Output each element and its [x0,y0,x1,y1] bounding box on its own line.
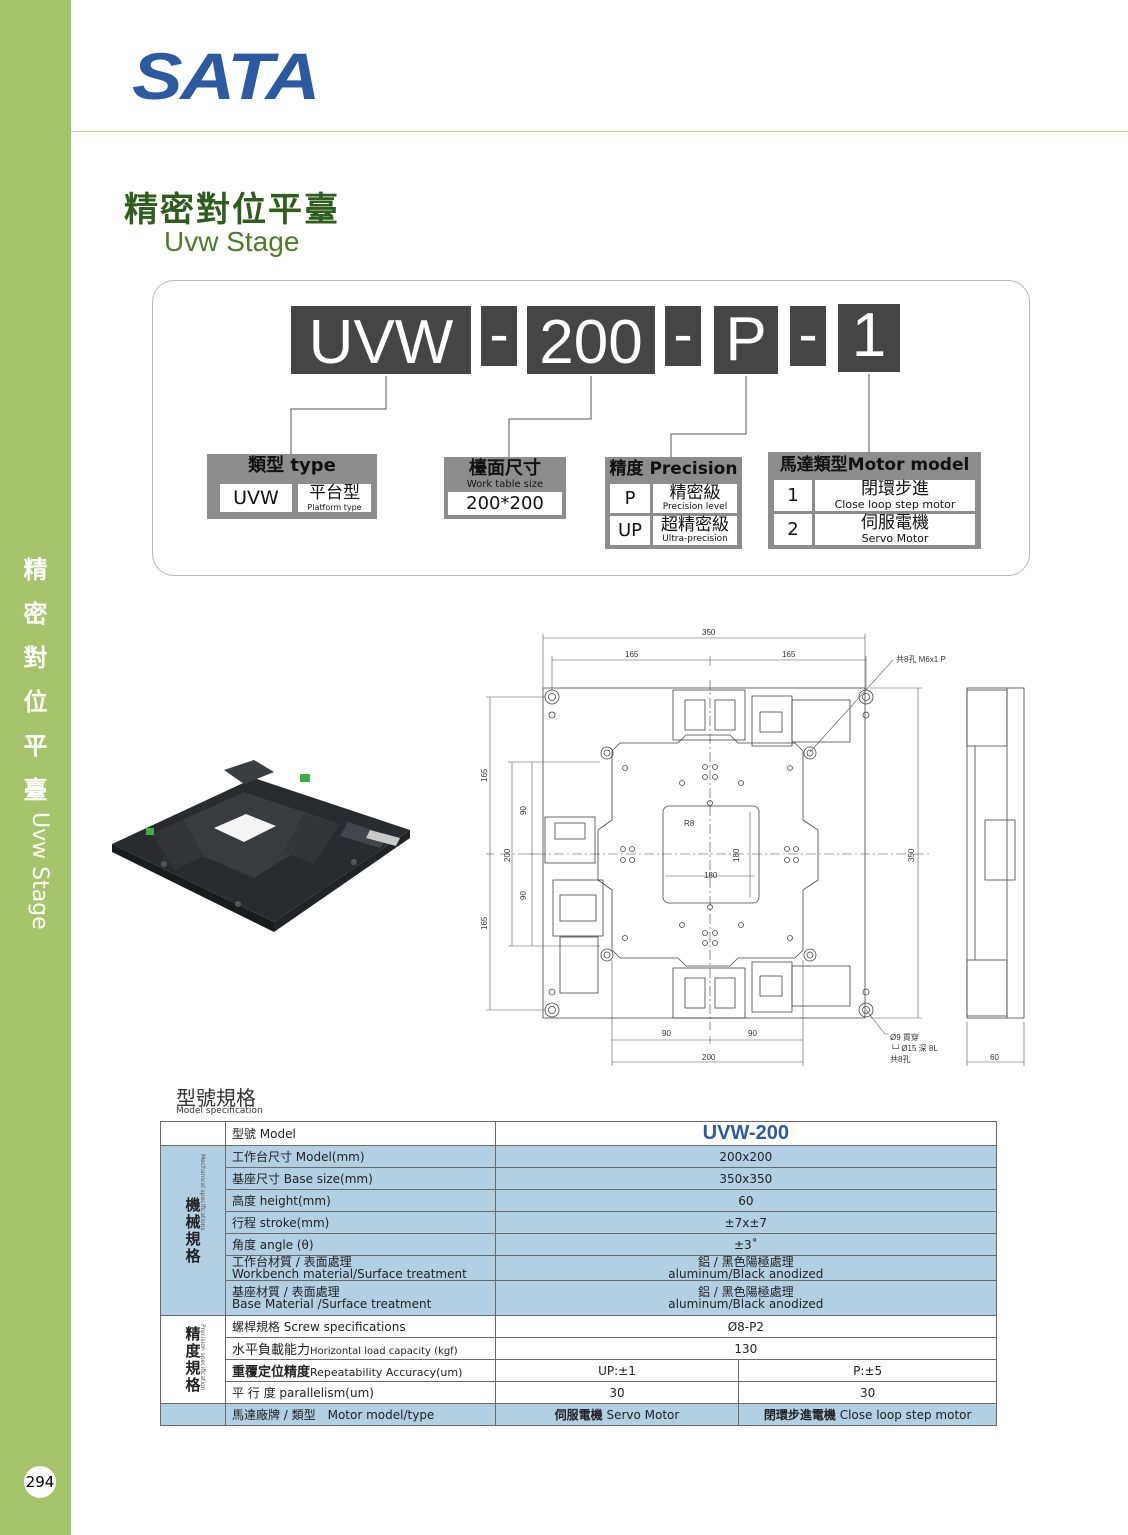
dim-200-left: 200 [503,848,512,862]
side-title-en: Uvw Stage [27,812,52,930]
legend-motor-code-1: 1 [774,480,812,511]
group-precision: 精度規格 Precision specification [160,1315,226,1404]
hole-note-1: Ø9 貫穿 [890,1032,919,1042]
legend-motor: 馬達類型Motor model 1 閉環步進 Close loop step m… [768,452,981,549]
dim-200-bottom: 200 [702,1053,716,1062]
dim-180-h: 180 [704,871,718,880]
technical-drawing: 350 165 165 共8孔 M6x1 P 165 165 90 90 200… [480,628,1025,1066]
code-dash-2: - [665,306,701,366]
note-holes: 共8孔 M6x1 P [896,655,946,664]
legend-size-value: 200*200 [448,492,562,515]
side-bar [0,0,71,1535]
hole-note-3: 共8孔 [890,1055,910,1064]
model-code-panel [152,280,1030,576]
hole-note-2: └┘Ø15 深 8L [890,1043,938,1053]
dim-350-top: 350 [702,628,716,637]
dim-90-b: 90 [519,891,528,900]
model-label: 型號 Model [224,1121,496,1146]
dim-60: 60 [990,1053,999,1062]
legend-precision-name-p: 精密級 Precision level [653,484,737,513]
legend-precision-code-up: UP [610,516,650,545]
legend-motor-name-1: 閉環步進 Close loop step motor [815,480,975,511]
table-row: 高度 height(mm) 60 [161,1189,998,1212]
legend-motor-name-2: 伺服電機 Servo Motor [815,514,975,545]
page-subtitle: Uvw Stage [164,226,300,257]
dim-90-bottom-b: 90 [748,1029,757,1038]
dim-165-b: 165 [782,650,796,659]
table-row: 基座尺寸 Base size(mm) 350x350 [161,1167,998,1190]
table-row: 機械規格 Mechanical specifications 工作台尺寸 Mod… [160,1145,998,1316]
dim-90-bottom-a: 90 [662,1029,671,1038]
dim-350-right: 350 [907,848,916,862]
table-row: 精度規格 Precision specification 螺桿規格 Screw … [160,1315,998,1404]
spec-title: 型號規格 [176,1086,256,1110]
code-part-motor: 1 [838,304,900,372]
r8-label: R8 [684,819,695,828]
table-row: 重覆定位精度Repeatability Accuracy(um) UP:±1 P… [161,1359,997,1382]
table-row: 角度 angle (θ) ±3˚ [161,1233,998,1256]
dim-90-a: 90 [519,806,528,815]
spec-subtitle: Model specification [176,1106,263,1116]
code-dash-1: - [481,306,517,366]
page-number: 294 [24,1466,56,1498]
side-title-vertical: 精 密 對 位 平 臺 [23,556,48,804]
legend-precision-name-up: 超精密級 Ultra-precision [653,516,737,545]
legend-size: 檯面尺寸 Work table size 200*200 [444,457,566,519]
legend-precision: 精度 Precision P 精密級 Precision level UP 超精… [605,457,742,549]
legend-precision-code-p: P [610,484,650,513]
legend-motor-code-2: 2 [774,514,812,545]
dim-165-left-b: 165 [480,916,489,930]
table-row: 馬達廠牌 / 類型 Motor model/type 伺服電機 Servo Mo… [160,1403,997,1426]
group-mechanical: 機械規格 Mechanical specifications [160,1145,226,1316]
dim-180-v: 180 [732,848,741,862]
dim-165-left-a: 165 [480,768,489,782]
code-part-size: 200 [527,306,655,377]
header-divider [71,131,1128,132]
brand-logo: SATA [132,39,320,113]
legend-type-name: 平台型 Platform type [298,484,371,512]
model-value: UVW-200 [494,1121,998,1146]
table-row: 型號 Model UVW-200 [160,1121,998,1146]
page-title: 精密對位平臺 [124,190,340,230]
table-row: 行程 stroke(mm) ±7x±7 [161,1211,998,1234]
product-photo [112,760,410,932]
table-row: 水平負載能力Horizontal load capacity (kgf) 130 [161,1337,998,1360]
code-dash-3: - [790,306,826,366]
code-part-type: UVW [291,306,471,377]
table-row: 平 行 度 parallelism(um) 30 30 [161,1381,997,1404]
code-part-precision: P [714,306,778,374]
dim-165-a: 165 [625,650,639,659]
spec-table: 型號 Model UVW-200 機械規格 Mechanical specifi… [160,1121,998,1426]
legend-type-code: UVW [220,484,292,512]
legend-type: 類型 type UVW 平台型 Platform type [207,454,377,519]
